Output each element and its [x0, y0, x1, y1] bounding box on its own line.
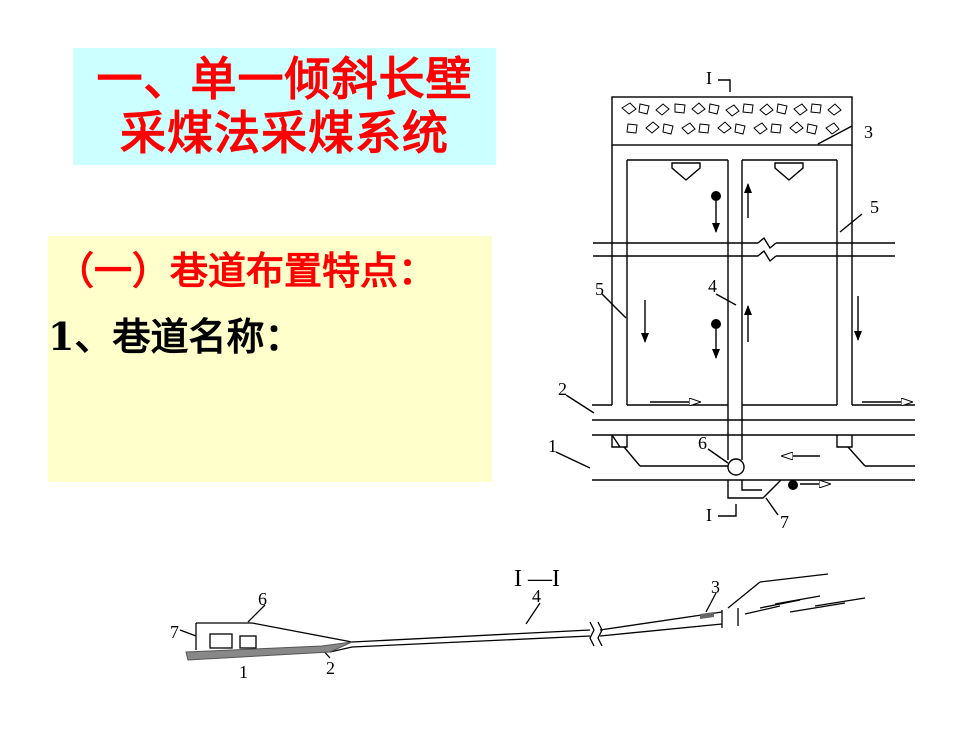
- section-mark-top: I: [706, 68, 712, 88]
- coal-seam: [185, 641, 353, 661]
- section-heading: （一）巷道布置特点：: [56, 248, 437, 293]
- section-label-1: 1: [239, 662, 248, 682]
- plan-label-1: 1: [548, 436, 557, 456]
- section-label-2: 2: [326, 658, 335, 678]
- plan-view: [555, 79, 915, 517]
- title-line-1: 一、单一倾斜长壁: [96, 52, 473, 106]
- face-machine: [700, 612, 714, 619]
- section-label-4: 4: [532, 586, 541, 606]
- section-view-title: I —I: [514, 566, 560, 592]
- title-line-2: 采煤法采煤系统: [120, 106, 449, 160]
- section-box: （一）巷道布置特点： 1、巷道名称：: [48, 236, 492, 482]
- flow-arrows: [641, 162, 912, 484]
- plan-label-7: 7: [780, 512, 789, 532]
- title-box: 一、单一倾斜长壁 采煤法采煤系统: [73, 48, 496, 165]
- plan-label-2: 2: [558, 379, 567, 399]
- plan-label-5b: 5: [870, 197, 879, 217]
- plan-label-5a: 5: [595, 279, 604, 299]
- section-label-7: 7: [170, 622, 179, 642]
- section-label-6: 6: [258, 589, 267, 609]
- plan-label-4: 4: [708, 276, 717, 296]
- section-label-3: 3: [711, 577, 720, 597]
- coal-markers: [711, 191, 798, 490]
- section-mark-bottom: I: [706, 505, 712, 525]
- section-item-1: 1、巷道名称：: [48, 314, 303, 359]
- plan-label-6: 6: [698, 433, 707, 453]
- plan-label-3: 3: [864, 122, 873, 142]
- gob-rubble: [621, 102, 842, 135]
